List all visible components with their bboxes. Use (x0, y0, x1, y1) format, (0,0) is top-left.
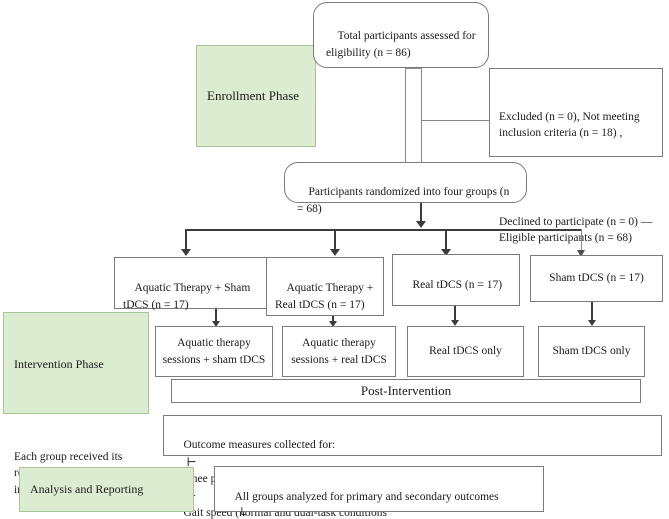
node-excluded-line1: Excluded (n = 0), Not meeting inclusion … (499, 110, 643, 139)
group-box-allocation-1: Aquatic Therapy + Sham tDCS (n = 17) (114, 257, 272, 311)
node-randomized: Participants randomized into four groups… (284, 162, 527, 215)
arrow-randomized-down-icon (416, 221, 426, 228)
bracket-corner-analysis-icon: └ (234, 506, 247, 519)
group-box-intervention-3: Real tDCS only (407, 326, 524, 377)
node-excluded-line2: Declined to participate (n = 0) — Eligib… (499, 215, 656, 244)
connector-leg-group-3 (445, 229, 447, 251)
node-eligibility-text: Total participants assessed for eligibil… (326, 30, 479, 59)
connector-leg-group-4 (581, 229, 582, 252)
arrow-group-3-intervention-icon (451, 320, 459, 326)
arrow-group-3-icon (441, 249, 451, 256)
group-2-allocation-text: Aquatic Therapy + Real tDCS (n = 17) (275, 282, 377, 311)
phase-label-enrollment: Enrollment Phase (196, 45, 316, 147)
arrow-group-1-intervention-icon (212, 321, 220, 327)
phase-label-intervention: Intervention Phase Each group received i… (3, 312, 149, 496)
group-box-intervention-2: Aquatic therapy sessions + real tDCS (282, 326, 396, 377)
node-post-intervention-text: Post-Intervention (360, 382, 452, 398)
phase-label-analysis: Analysis and Reporting (19, 467, 194, 512)
outcome-prefix-text: Outcome measures collected for: (183, 439, 336, 452)
group-box-intervention-1: Aquatic therapy sessions + sham tDCS (155, 326, 273, 377)
connector-group-4-down (591, 302, 593, 322)
arrow-group-4-intervention-icon (588, 320, 596, 326)
group-3-allocation-text: Real tDCS (n = 17) (412, 279, 503, 292)
group-1-intervention-text: Aquatic therapy sessions + sham tDCS (162, 337, 266, 366)
group-box-allocation-4: Sham tDCS (n = 17) (530, 255, 663, 302)
group-box-allocation-2: Aquatic Therapy + Real tDCS (n = 17) (266, 257, 384, 316)
node-randomized-text: Participants randomized into four groups… (297, 186, 513, 215)
phase-label-intervention-title: Intervention Phase (14, 356, 104, 371)
distributor-bar (185, 229, 582, 231)
phase-label-analysis-text: Analysis and Reporting (30, 481, 144, 496)
connector-group-3-down (454, 306, 456, 322)
group-box-intervention-4: Sham tDCS only (538, 326, 645, 377)
analysis-line-1-text: All groups analyzed for primary and seco… (234, 491, 499, 504)
connector-to-excluded (421, 120, 491, 121)
group-1-allocation-text: Aquatic Therapy + Sham tDCS (n = 17) (123, 282, 254, 311)
connector-eligibility-to-randomized (421, 68, 422, 165)
connector-group-1-down (215, 309, 217, 323)
group-box-allocation-3: Real tDCS (n = 17) (392, 254, 520, 306)
connector-leg-group-2 (334, 229, 336, 251)
connector-group-2-down (332, 316, 334, 325)
arrow-group-2-icon (330, 249, 340, 256)
bracket-tee-icon: ⊢ (183, 454, 197, 469)
node-analysis-results: All groups analyzed for primary and seco… (214, 466, 544, 519)
node-eligibility: Total participants assessed for eligibil… (313, 2, 489, 68)
arrow-group-2-intervention-icon (329, 321, 337, 327)
phase-label-enrollment-text: Enrollment Phase (207, 87, 300, 103)
node-outcome-measures: Outcome measures collected for: ⊢ Knee p… (163, 415, 662, 519)
connector-randomized-down (420, 203, 422, 223)
connector-leg-group-1 (185, 229, 187, 251)
group-3-intervention-text: Real tDCS only (429, 345, 502, 358)
arrow-group-4-icon (577, 250, 585, 257)
connector-stub-left (405, 68, 406, 165)
group-4-allocation-text: Sham tDCS (n = 17) (549, 272, 644, 285)
node-post-intervention: Post-Intervention (171, 379, 641, 403)
arrow-group-1-icon (181, 249, 191, 256)
connector-top-stub (405, 68, 422, 69)
group-2-intervention-text: Aquatic therapy sessions + real tDCS (291, 337, 387, 366)
node-excluded: Excluded (n = 0), Not meeting inclusion … (489, 68, 663, 244)
group-4-intervention-text: Sham tDCS only (552, 345, 631, 358)
